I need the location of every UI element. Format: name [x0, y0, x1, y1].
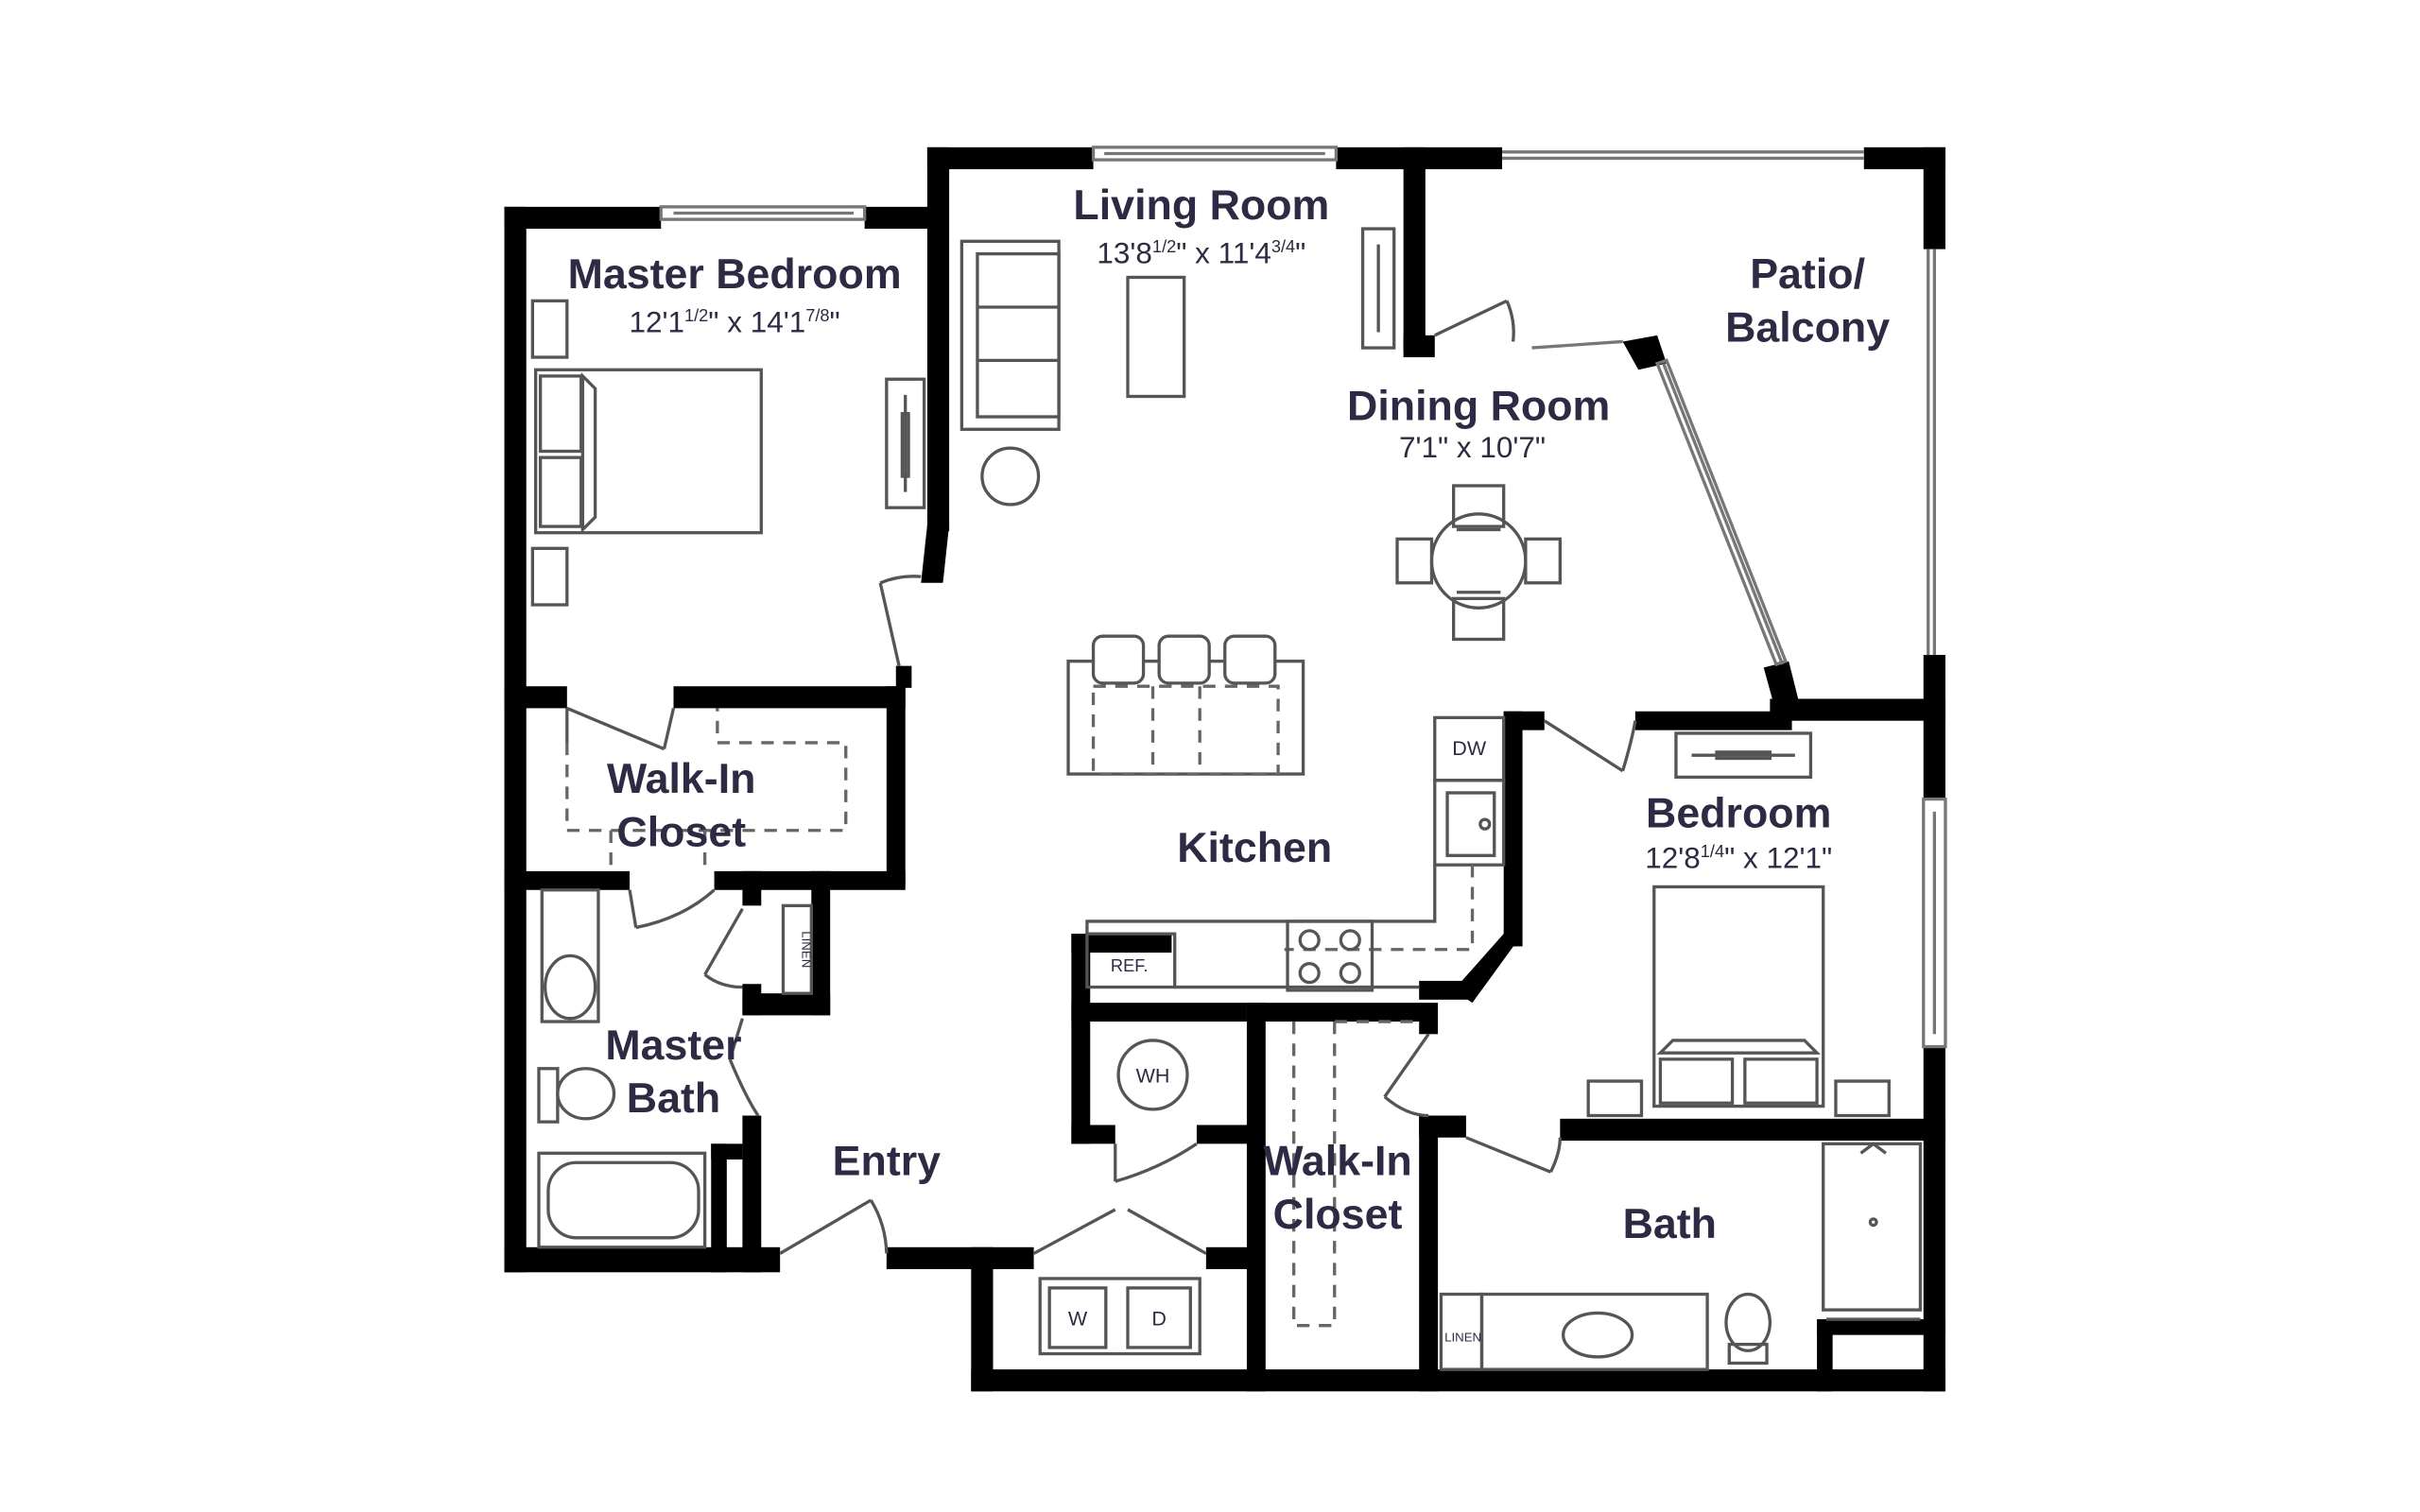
entry-label: Entry — [833, 1138, 941, 1185]
toilet — [1724, 1292, 1772, 1352]
master-bed — [534, 368, 763, 535]
nightstand — [530, 299, 569, 359]
toilet — [556, 1067, 616, 1121]
side-table — [980, 446, 1041, 507]
bath-vanity — [1479, 1292, 1709, 1371]
dryer — [1126, 1286, 1192, 1349]
cooktop — [1286, 919, 1374, 992]
bedroom-dims: 12'81/4" x 12'1" — [1645, 841, 1832, 875]
kitchen-label: Kitchen — [1177, 824, 1332, 871]
bath-label: Bath — [1623, 1200, 1717, 1247]
nightstand — [1834, 1079, 1891, 1118]
vanity — [540, 888, 600, 1023]
linen-master-label: LINEN — [799, 931, 813, 968]
dining-room-dims: 7'1" x 10'7" — [1399, 430, 1546, 464]
wh-label: WH — [1136, 1065, 1170, 1088]
living-room-label: Living Room — [1073, 181, 1329, 229]
linen-bath-label: LINEN — [1444, 1330, 1481, 1344]
walk-in-closet-1-line2: Closet — [616, 808, 746, 855]
walk-in-closet-2-line1: Walk-In — [1263, 1138, 1411, 1185]
living-tv — [1360, 227, 1396, 350]
patio-label-line1: Patio/ — [1750, 250, 1865, 298]
walls — [504, 146, 1945, 1392]
furniture — [530, 227, 1923, 1371]
master-bath-line1: Master — [605, 1022, 741, 1069]
washer — [1047, 1286, 1108, 1349]
master-bedroom-dims: 12'11/2" x 14'17/8" — [629, 304, 839, 338]
nightstand — [530, 546, 569, 607]
stool — [1091, 634, 1146, 685]
doors — [566, 299, 1637, 1255]
dryer-label: D — [1151, 1308, 1167, 1331]
tv-stand — [885, 377, 926, 509]
bedroom-bed — [1652, 885, 1825, 1108]
coffee-table — [1126, 275, 1186, 399]
bathtub — [537, 1151, 707, 1249]
dining-room-label: Dining Room — [1347, 382, 1610, 429]
nightstand — [1586, 1079, 1644, 1118]
dw-label: DW — [1452, 737, 1487, 760]
living-room-dims: 13'81/2" x 11'43/4" — [1097, 236, 1305, 270]
ref-label: REF. — [1111, 955, 1148, 975]
master-bath-line2: Bath — [627, 1074, 720, 1122]
walk-in-closet-2-line2: Closet — [1273, 1191, 1403, 1238]
stool — [1223, 634, 1277, 685]
master-bedroom-label: Master Bedroom — [568, 250, 902, 298]
fixture-labels: DW REF. WH LINEN LINEN W D — [799, 737, 1486, 1344]
patio-label-line2: Balcony — [1725, 303, 1890, 351]
stool — [1157, 634, 1211, 685]
dresser — [1674, 731, 1813, 780]
washer-label: W — [1068, 1308, 1088, 1331]
shower — [1822, 1142, 1923, 1312]
walk-in-closet-1-line1: Walk-In — [607, 755, 755, 802]
room-labels: Master Bedroom 12'11/2" x 14'17/8" Livin… — [568, 181, 1891, 1247]
bedroom-label: Bedroom — [1646, 789, 1831, 836]
water-heater — [1116, 1039, 1189, 1111]
windows — [659, 146, 1947, 1049]
